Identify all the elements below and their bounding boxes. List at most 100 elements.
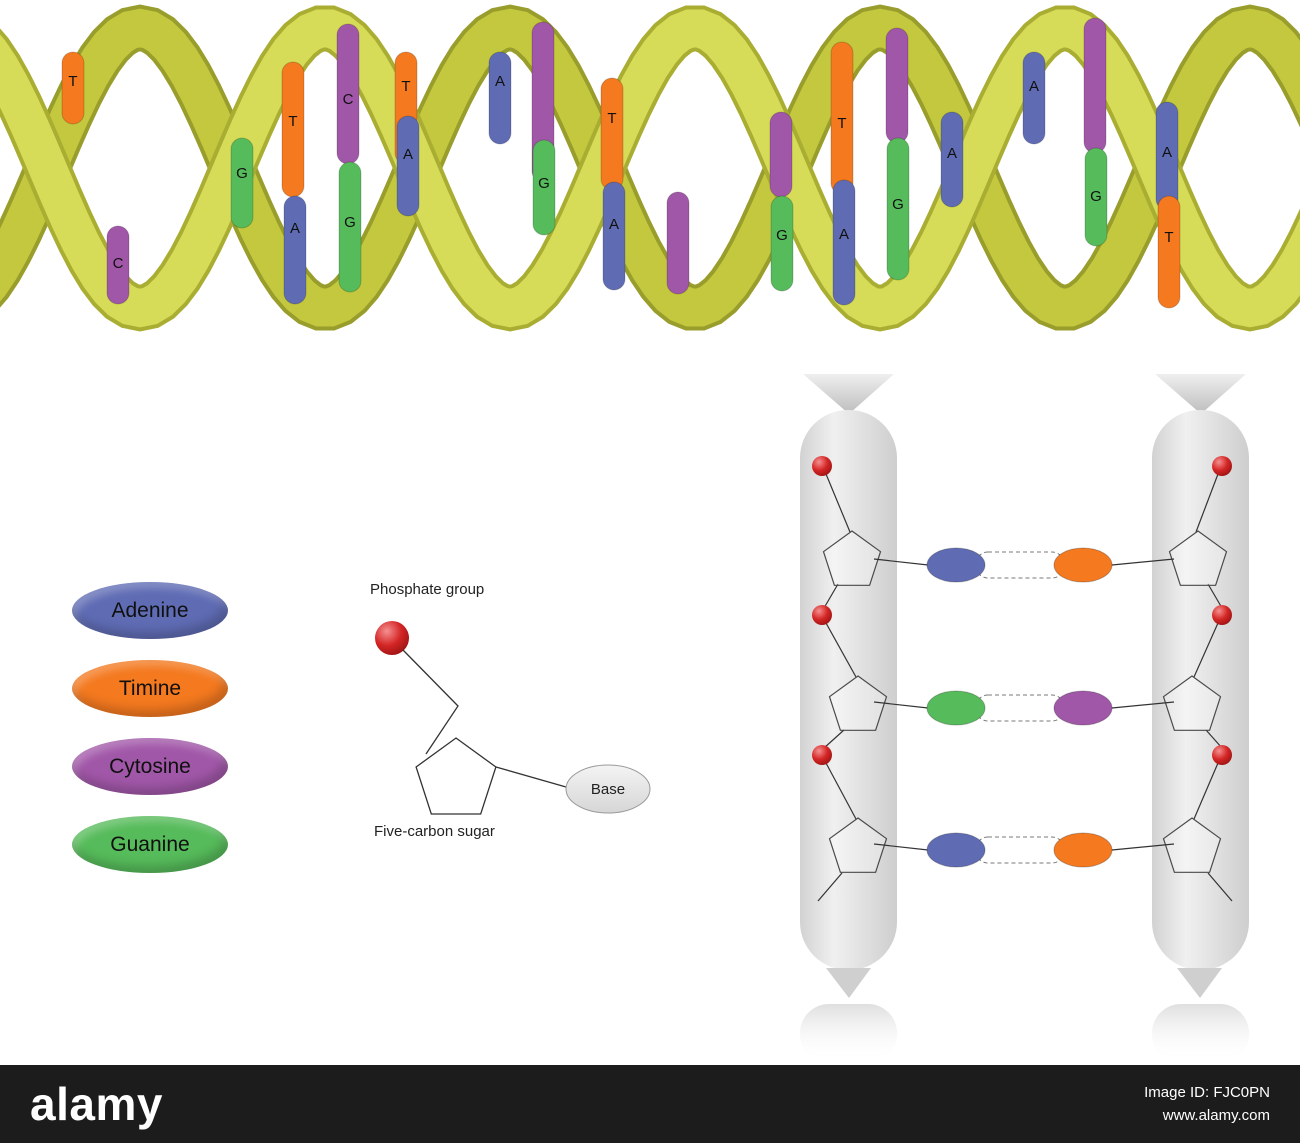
alamy-url-text: www.alamy.com bbox=[1162, 1107, 1270, 1124]
base-letter: G bbox=[538, 175, 550, 192]
base-bar-guanine bbox=[230, 137, 254, 229]
base-letter: A bbox=[1162, 144, 1172, 161]
phosphate-sphere bbox=[812, 605, 832, 625]
sugar-pentagon bbox=[828, 817, 888, 873]
legend-item-guanine: Guanine bbox=[72, 816, 228, 873]
backbone-bond-line bbox=[1207, 583, 1223, 609]
image-id-text: Image ID: FJC0PN bbox=[1144, 1084, 1270, 1101]
base-letter: A bbox=[609, 216, 619, 233]
left-strand-twist-bottom bbox=[826, 968, 871, 998]
base-bar-guanine bbox=[770, 195, 794, 292]
base-letter: C bbox=[343, 91, 354, 108]
hydrogen-bond-dashes bbox=[975, 836, 1065, 864]
base-letter: A bbox=[947, 145, 957, 162]
phosphate-sugar-bond bbox=[402, 649, 459, 755]
base-oval-adenine bbox=[926, 832, 986, 868]
base-letter: T bbox=[837, 115, 846, 132]
base-bar-cytosine bbox=[1083, 17, 1107, 154]
cytosine-oval: Cytosine bbox=[72, 738, 228, 795]
backbone-bond-line bbox=[817, 872, 843, 902]
left-strand-reflection bbox=[800, 1004, 897, 1063]
nucleotide-section: Phosphate group Base Five-carbon sugar bbox=[330, 558, 710, 863]
timine-oval: Timine bbox=[72, 660, 228, 717]
sugar-base-bond bbox=[495, 766, 567, 788]
backbone-bond-line bbox=[825, 622, 857, 678]
right-strand-twist-bottom bbox=[1177, 968, 1222, 998]
left-strand-column bbox=[800, 410, 897, 970]
base-bar-guanine bbox=[886, 137, 910, 281]
base-oval-cytosine bbox=[1053, 690, 1113, 726]
dna-ladder-diagram bbox=[800, 374, 1249, 1063]
legend-item-cytosine: Cytosine bbox=[72, 738, 228, 795]
sugar-pentagon bbox=[1168, 530, 1228, 586]
legend-item-timine: Timine bbox=[72, 660, 228, 717]
watermark-meta: Image ID: FJC0PN www.alamy.com bbox=[1144, 1081, 1270, 1127]
base-bar-adenine bbox=[602, 181, 626, 291]
hydrogen-bond-dashes bbox=[975, 551, 1065, 579]
base-letter: G bbox=[236, 165, 248, 182]
base-oval-timine bbox=[1053, 832, 1113, 868]
base-oval bbox=[565, 764, 651, 814]
phosphate-group-label: Phosphate group bbox=[370, 581, 484, 598]
sugar-pentagon bbox=[822, 530, 882, 586]
adenine-oval: Adenine bbox=[72, 582, 228, 639]
helix-ribbon-back bbox=[0, 8, 1300, 327]
base-bar-timine bbox=[1157, 195, 1181, 309]
base-letter: T bbox=[68, 73, 77, 90]
phosphate-sphere bbox=[1212, 605, 1232, 625]
base-letter: A bbox=[290, 220, 300, 237]
base-letter: T bbox=[288, 113, 297, 130]
base-bar-timine bbox=[600, 77, 624, 191]
phosphate-sphere bbox=[1212, 456, 1232, 476]
right-strand-twist-top bbox=[1155, 374, 1246, 414]
base-oval-guanine bbox=[926, 690, 986, 726]
base-letter: G bbox=[344, 214, 356, 231]
five-carbon-sugar-pentagon bbox=[415, 737, 497, 815]
base-bar-cytosine bbox=[106, 225, 130, 305]
base-bar-adenine bbox=[283, 195, 307, 305]
base-legend: Adenine Timine Cytosine Guanine bbox=[72, 582, 228, 894]
base-letter: C bbox=[113, 255, 124, 272]
phosphate-sphere bbox=[375, 621, 409, 655]
backbone-bond-line bbox=[825, 762, 857, 820]
base-oval-adenine bbox=[926, 547, 986, 583]
sugar-base-bond-right bbox=[1111, 843, 1175, 851]
sugar-base-bond-right bbox=[1111, 701, 1175, 709]
sugar-pentagon bbox=[1162, 817, 1222, 873]
sugar-pentagon bbox=[828, 675, 888, 731]
cytosine-label: Cytosine bbox=[109, 754, 191, 778]
backbone-bond-line bbox=[1193, 622, 1219, 678]
base-bar-adenine bbox=[1022, 51, 1046, 145]
base-bar-adenine bbox=[396, 115, 420, 217]
base-letter: T bbox=[607, 110, 616, 127]
base-bar-adenine bbox=[832, 179, 856, 306]
base-letter: T bbox=[1164, 229, 1173, 246]
backbone-bond-line bbox=[1207, 872, 1233, 902]
base-letter: A bbox=[1029, 78, 1039, 95]
phosphate-sphere bbox=[812, 745, 832, 765]
base-bar-timine bbox=[61, 51, 85, 125]
left-strand-twist-top bbox=[803, 374, 894, 414]
sugar-pentagon bbox=[1162, 675, 1222, 731]
base-letter: A bbox=[839, 226, 849, 243]
alamy-watermark-bar: alamy Image ID: FJC0PN www.alamy.com bbox=[0, 1065, 1300, 1143]
base-bar-cytosine bbox=[885, 27, 909, 144]
base-letter: G bbox=[1090, 188, 1102, 205]
sugar-base-bond-left bbox=[873, 558, 929, 566]
sugar-base-bond-right bbox=[1111, 558, 1175, 566]
base-letter: A bbox=[495, 73, 505, 90]
guanine-oval: Guanine bbox=[72, 816, 228, 873]
five-carbon-sugar-label: Five-carbon sugar bbox=[374, 823, 495, 840]
base-bar-cytosine bbox=[666, 191, 690, 295]
backbone-bond-line bbox=[823, 583, 839, 609]
right-strand-reflection bbox=[1152, 1004, 1249, 1063]
phosphate-sphere bbox=[1212, 745, 1232, 765]
base-letter: T bbox=[401, 78, 410, 95]
base-bar-guanine bbox=[1084, 147, 1108, 247]
alamy-logo: alamy bbox=[30, 1078, 163, 1130]
backbone-bond-line bbox=[825, 473, 851, 533]
base-bar-guanine bbox=[338, 161, 362, 293]
